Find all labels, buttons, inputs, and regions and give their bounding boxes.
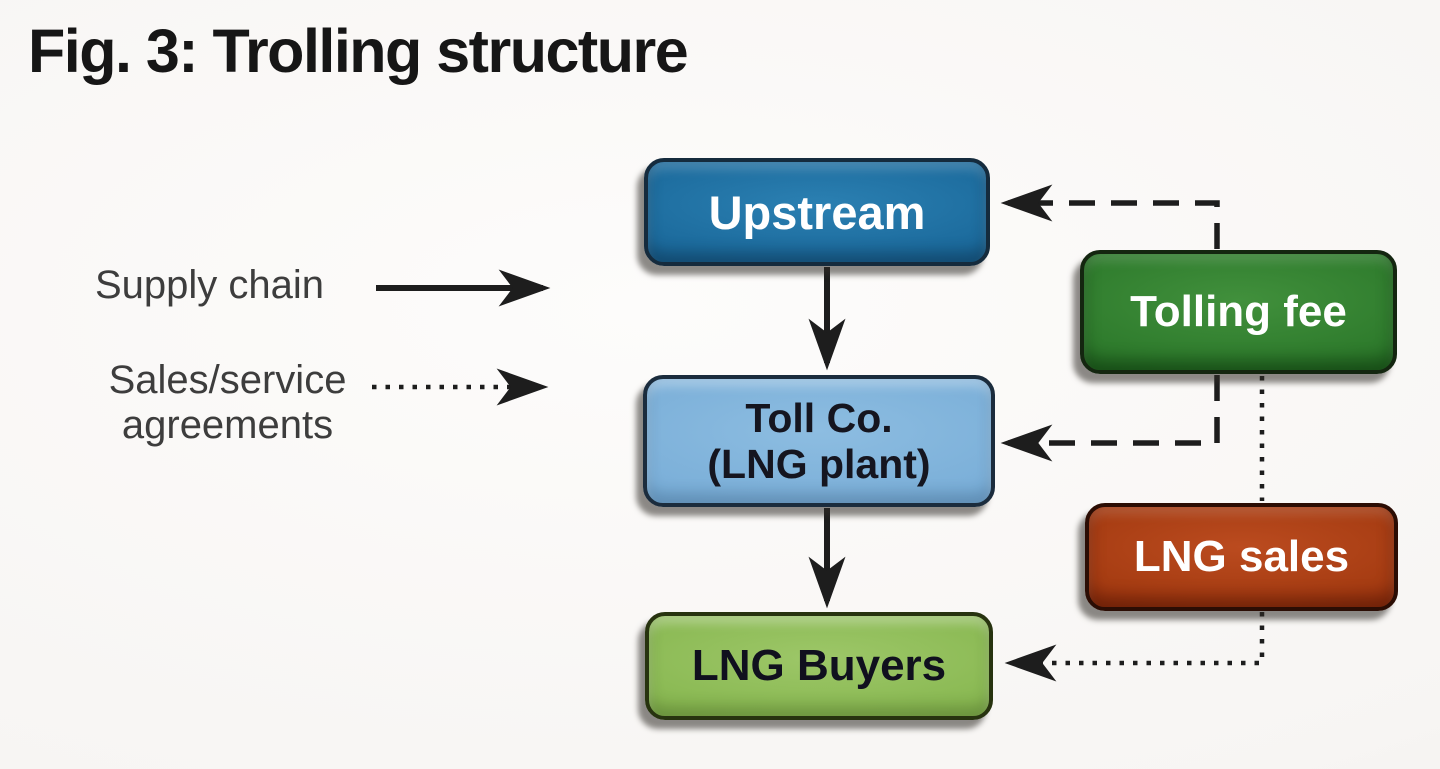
legend-item-sales-service-agreements: Sales/service agreements: [90, 358, 365, 448]
node-upstream-label: Upstream: [708, 185, 926, 239]
edge-tollingfee-to-tollco: [1000, 375, 1220, 462]
legend-sales-line1: Sales/service: [108, 358, 347, 402]
legend-sales-line2: agreements: [121, 402, 334, 447]
node-toll-co: Toll Co. (LNG plant): [643, 375, 995, 507]
edge-lngsales-to-lngbuyers: [1004, 612, 1265, 682]
node-tolling-fee-label: Tolling fee: [1130, 287, 1347, 336]
node-lng-buyers: LNG Buyers: [645, 612, 993, 720]
figure-title: Fig. 3: Trolling structure: [28, 17, 689, 85]
edge-tollingfee-to-upstream: [1000, 184, 1220, 249]
node-toll-co-label-line1: Toll Co.: [745, 394, 893, 441]
node-lng-sales: LNG sales: [1085, 503, 1398, 611]
node-upstream: Upstream: [644, 158, 990, 266]
legend-item-supply-chain: Supply chain: [95, 263, 325, 307]
node-lng-sales-label: LNG sales: [1133, 532, 1350, 581]
node-lng-buyers-label: LNG Buyers: [691, 641, 947, 690]
node-tolling-fee: Tolling fee: [1080, 250, 1397, 374]
node-toll-co-label-line2: (LNG plant): [707, 441, 931, 487]
